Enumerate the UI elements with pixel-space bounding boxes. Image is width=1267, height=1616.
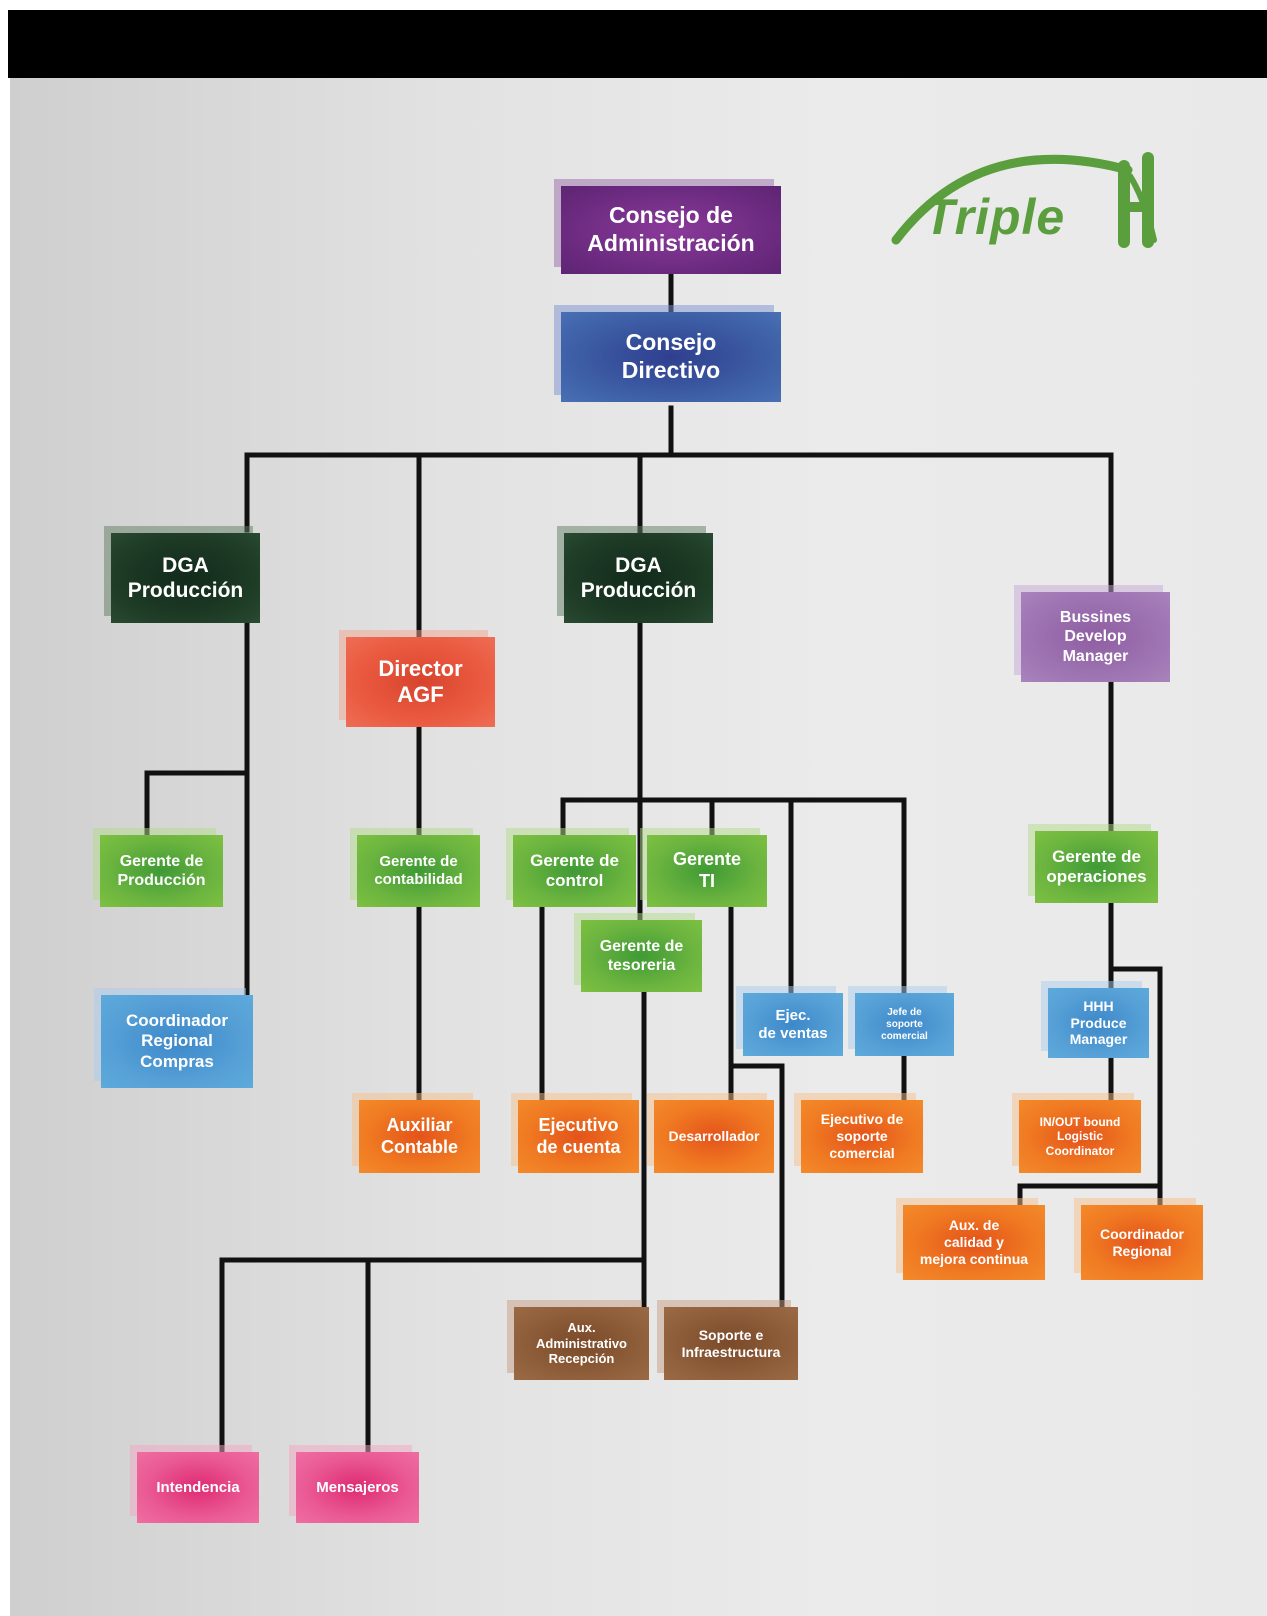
node-gerente-control: Gerente de control: [506, 828, 636, 907]
node-gerente-produccion: Gerente de Producción: [93, 828, 223, 907]
node-jefe-soporte-comercial: Jefe de soporte comercial: [848, 986, 954, 1056]
connector-operaciones-right: [1108, 966, 1163, 1206]
node-intendencia: Intendencia: [130, 1445, 259, 1523]
node-gerente-ti: Gerente TI: [640, 828, 767, 907]
triple-h-logo: Triple: [860, 140, 1200, 270]
node-hhh-produce-manager: HHH Produce Manager: [1041, 981, 1149, 1058]
node-mensajeros: Mensajeros: [289, 1445, 419, 1523]
node-gerente-tesoreria: Gerente de tesoreria: [574, 913, 702, 992]
node-gerente-operaciones: Gerente de operaciones: [1028, 824, 1158, 903]
node-desarrollador: Desarrollador: [647, 1093, 774, 1173]
node-consejo-administracion: Consejo de Administración: [554, 179, 781, 274]
top-black-bar: [8, 10, 1267, 78]
node-dga-produccion-2: DGA Producción: [557, 526, 713, 623]
connector-ti-soporte: [728, 1063, 785, 1308]
node-aux-calidad: Aux. de calidad y mejora continua: [896, 1198, 1045, 1280]
node-inout-logistic-coordinator: IN/OUT bound Logistic Coordinator: [1012, 1093, 1141, 1173]
node-director-agf: Director AGF: [339, 630, 495, 727]
node-auxiliar-contable: Auxiliar Contable: [352, 1093, 480, 1173]
node-consejo-directivo: Consejo Directivo: [554, 305, 781, 402]
node-gerente-contabilidad: Gerente de contabilidad: [350, 828, 480, 907]
logo-text: Triple: [924, 189, 1066, 245]
node-coordinador-regional-compras: Coordinador Regional Compras: [94, 988, 253, 1088]
node-coordinador-regional: Coordinador Regional: [1074, 1198, 1203, 1280]
node-ejecutivo-cuenta: Ejecutivo de cuenta: [511, 1093, 639, 1173]
node-dga-produccion-1: DGA Producción: [104, 526, 260, 623]
node-aux-administrativo-recepcion: Aux. Administrativo Recepción: [507, 1300, 649, 1380]
node-soporte-infraestructura: Soporte e Infraestructura: [657, 1300, 798, 1380]
node-ejecutivo-soporte-comercial: Ejecutivo de soporte comercial: [794, 1093, 923, 1173]
node-bussines-develop-manager: Bussines Develop Manager: [1014, 585, 1170, 682]
node-ejec-ventas: Ejec. de ventas: [736, 986, 843, 1056]
logo-arc-icon: [891, 152, 1157, 248]
connector-dga1-gerprod: [144, 770, 250, 836]
